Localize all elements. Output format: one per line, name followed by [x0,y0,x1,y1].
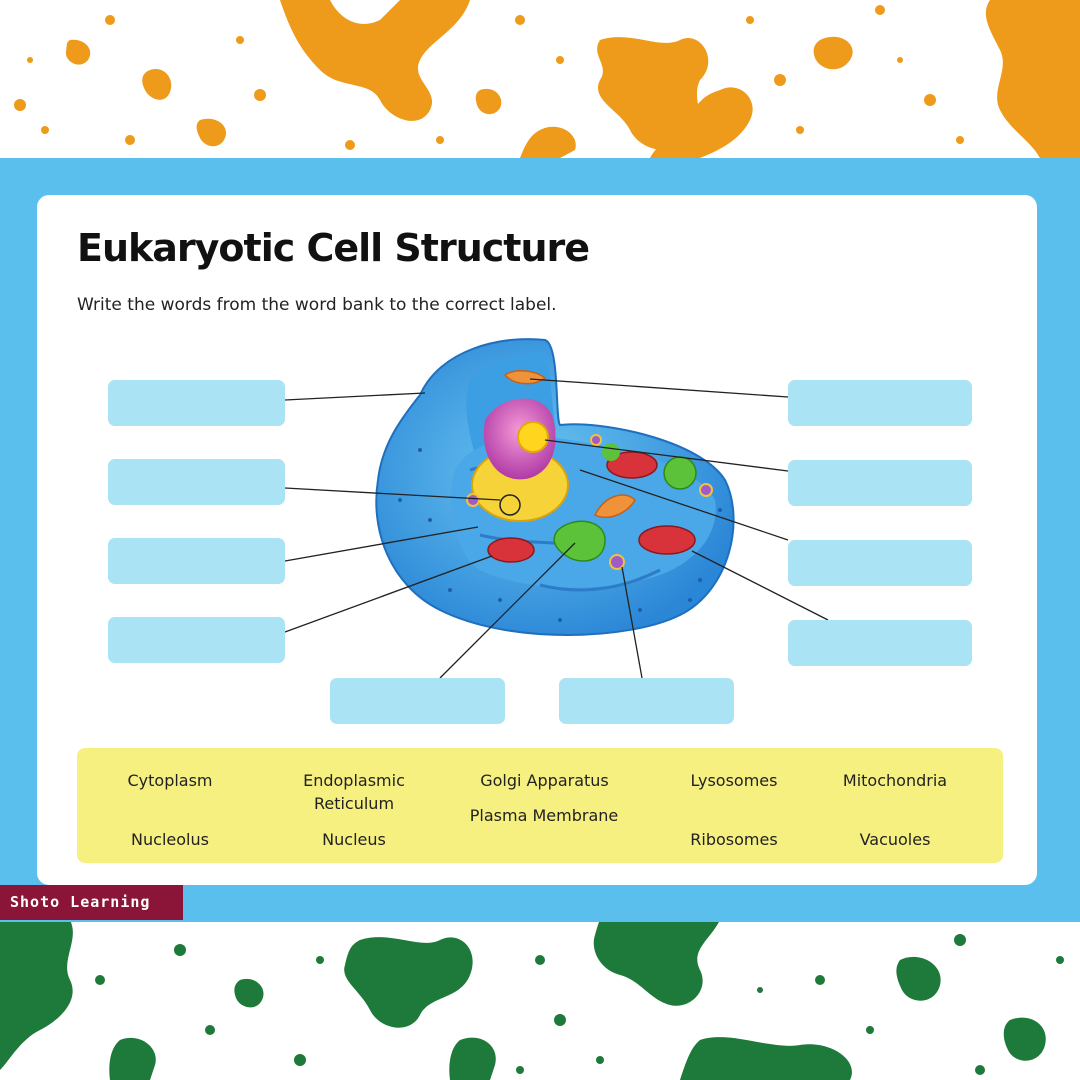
word-lysosomes: Lysosomes [690,771,778,790]
label-box-left-1[interactable] [108,380,285,426]
word-nucleus: Nucleus [322,830,386,849]
label-box-right-2[interactable] [788,460,972,506]
label-box-right-4[interactable] [788,620,972,666]
label-box-right-1[interactable] [788,380,972,426]
orange-paint-splatter [14,0,1080,158]
word-ribosomes: Ribosomes [690,830,778,849]
word-plasma-membrane: Plasma Membrane [469,806,619,825]
label-box-left-3[interactable] [108,538,285,584]
worksheet-title: Eukaryotic Cell Structure [77,226,590,270]
word-endoplasmic-reticulum: Endoplasmic Reticulum [303,771,405,813]
word-golgi-apparatus: Golgi Apparatus [480,771,609,790]
word-bank [77,748,1003,863]
label-box-left-2[interactable] [108,459,285,505]
word-vacuoles: Vacuoles [859,830,931,849]
label-box-left-4[interactable] [108,617,285,663]
brand-label: Shoto Learning [0,885,183,920]
label-box-bottom-1[interactable] [330,678,505,724]
word-cytoplasm: Cytoplasm [127,771,213,790]
word-nucleolus: Nucleolus [131,830,209,849]
label-box-bottom-2[interactable] [559,678,734,724]
word-mitochondria: Mitochondria [842,771,948,790]
label-box-right-3[interactable] [788,540,972,586]
worksheet-instructions: Write the words from the word bank to th… [77,295,557,315]
green-paint-splatter [0,920,1064,1080]
